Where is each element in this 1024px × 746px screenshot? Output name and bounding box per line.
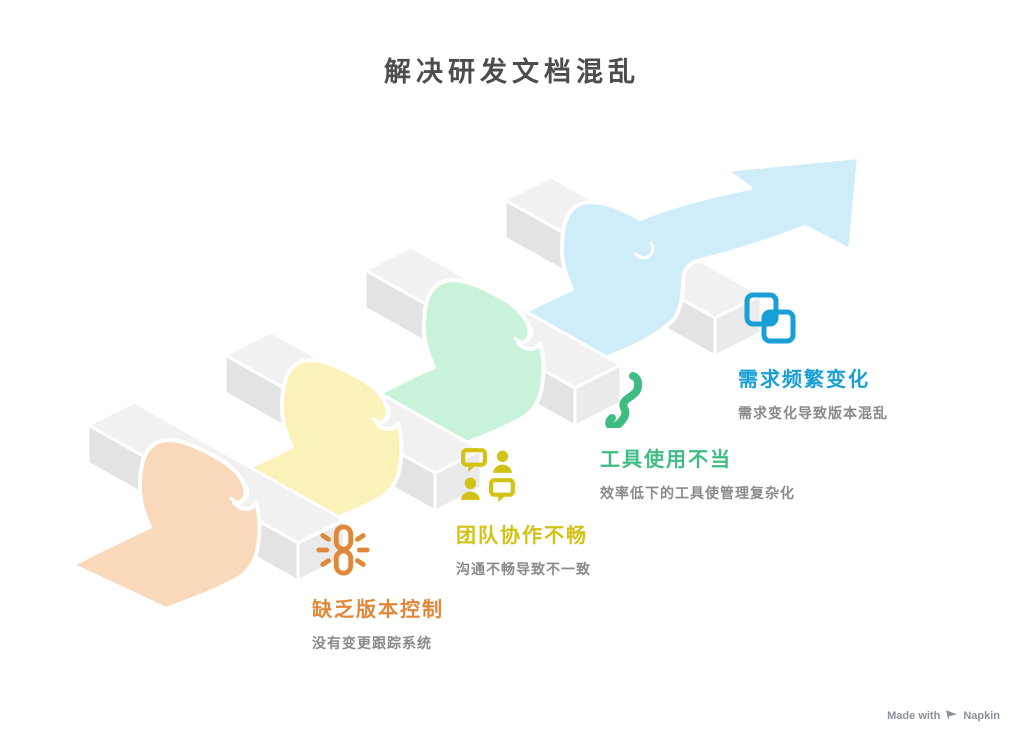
step-desc: 沟通不畅导致不一致	[456, 561, 591, 577]
step-title: 团队协作不畅	[456, 525, 588, 547]
step-title: 需求频繁变化	[738, 369, 870, 391]
team-chat-icon	[460, 446, 518, 509]
step-title: 工具使用不当	[600, 449, 732, 471]
step-item-3: 工具使用不当 效率低下的工具使管理复杂化	[600, 366, 890, 503]
step-title: 缺乏版本控制	[312, 599, 444, 621]
page-title: 解决研发文档混乱	[384, 57, 640, 87]
wrench-icon	[604, 366, 660, 433]
step-desc: 效率低下的工具使管理复杂化	[600, 485, 795, 501]
napkin-logo-icon	[945, 708, 958, 724]
step-desc: 需求变化导致版本混乱	[738, 405, 888, 421]
overlapping-squares-icon	[742, 290, 798, 353]
ribbon-step-4-arrow	[496, 155, 861, 372]
watermark: Made with Napkin	[887, 708, 1000, 724]
step-item-1: 缺乏版本控制 没有变更跟踪系统	[312, 522, 602, 653]
step-item-4: 需求频繁变化 需求变化导致版本混乱	[738, 290, 1024, 423]
ribbon-step-4-curl	[634, 241, 655, 260]
step-item-2: 团队协作不畅 沟通不畅导致不一致	[456, 446, 746, 579]
step-desc: 没有变更跟踪系统	[312, 635, 432, 651]
watermark-made-with: Made with	[887, 710, 941, 722]
watermark-brand: Napkin	[963, 710, 1000, 722]
broken-chain-icon	[316, 522, 370, 583]
